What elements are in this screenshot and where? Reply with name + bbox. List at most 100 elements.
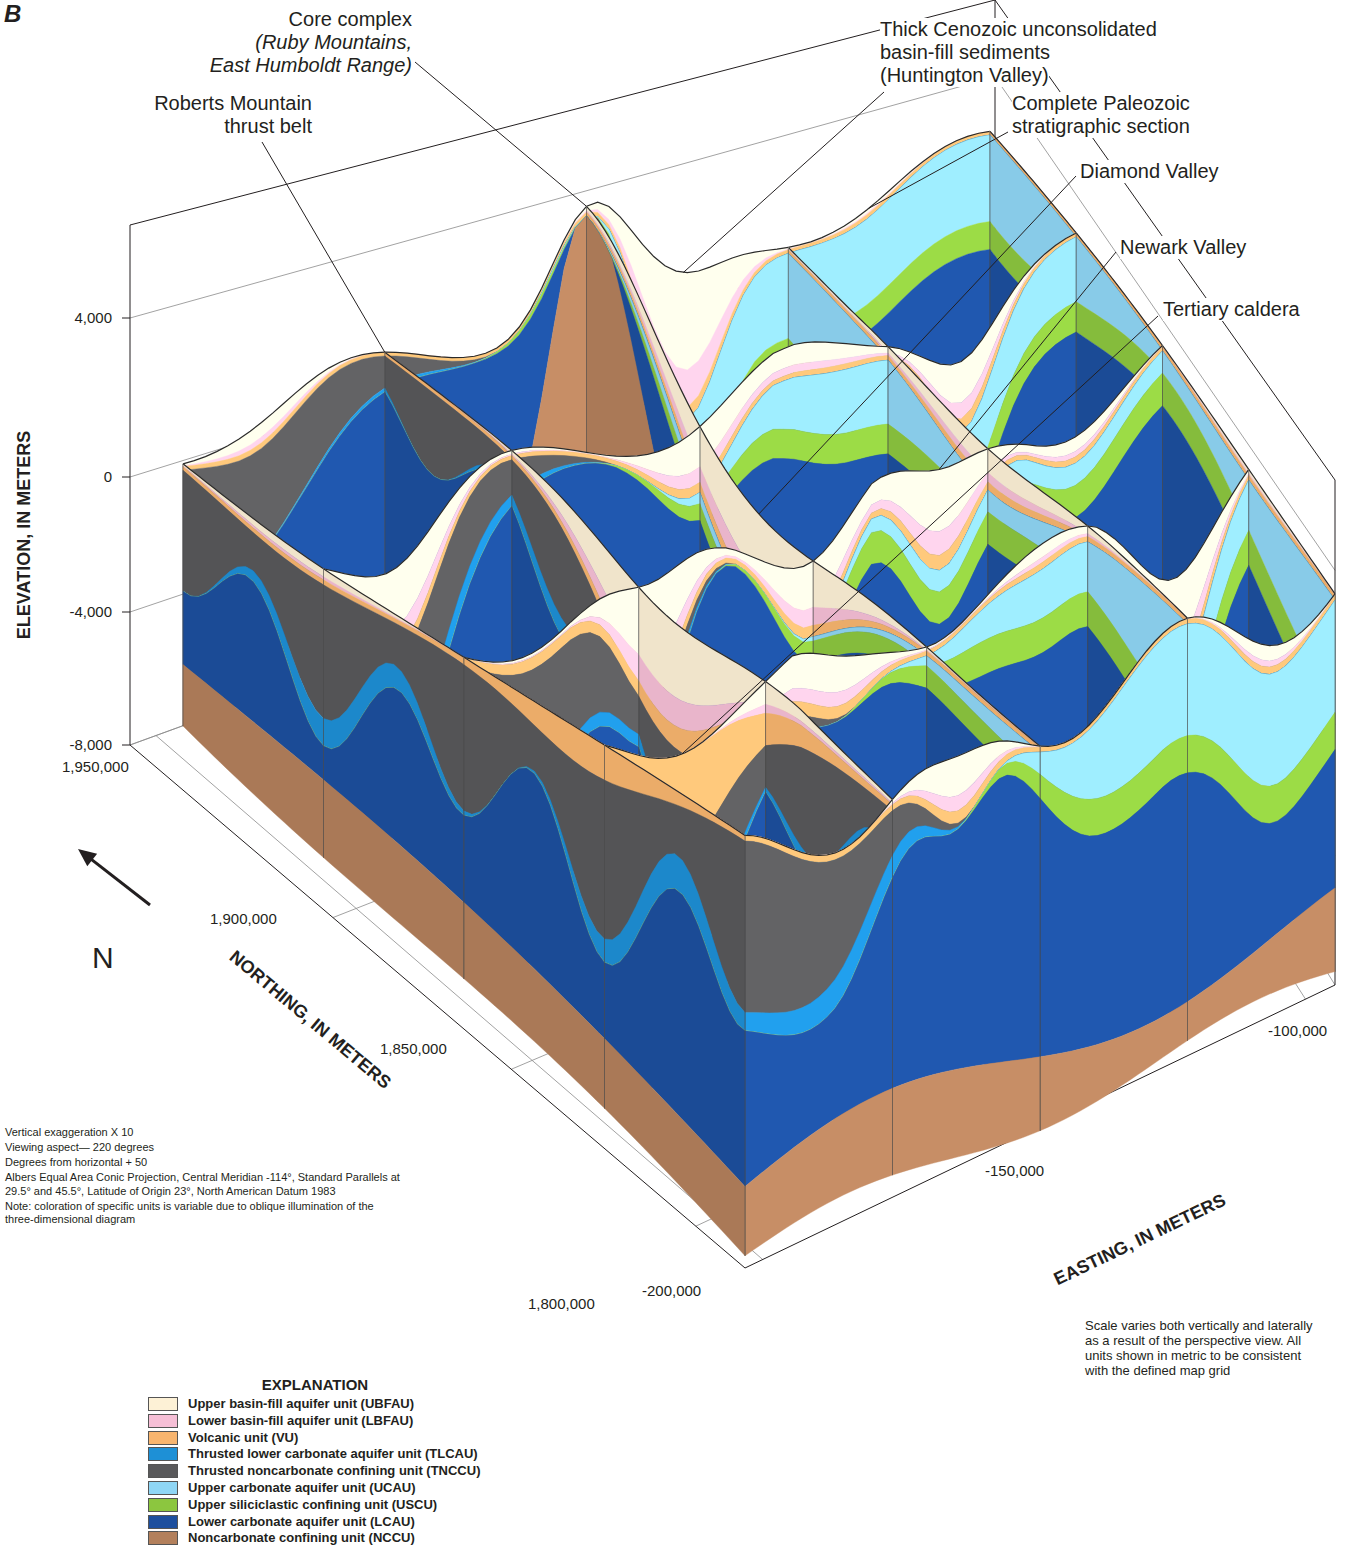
legend-row: Volcanic unit (VU) <box>148 1431 568 1445</box>
fence-panel <box>605 745 746 1256</box>
unit-layer <box>324 780 465 979</box>
legend-label: Thrusted lower carbonate aquifer unit (T… <box>188 1447 478 1461</box>
axis-title: ELEVATION, IN METERS <box>14 431 35 639</box>
leader-line <box>759 176 1076 514</box>
panel-edge <box>745 835 746 1255</box>
panel-edge <box>464 657 465 978</box>
axis-tick <box>122 477 130 478</box>
panel-top-outline <box>1249 469 1335 594</box>
axis-tick-label: -4,000 <box>40 603 112 621</box>
axis-tick-label: -8,000 <box>40 736 112 754</box>
fence-panel <box>183 464 324 858</box>
legend-swatch <box>148 1397 178 1411</box>
box-edge <box>130 225 131 745</box>
panel-top-outline <box>988 449 1088 526</box>
legend-swatch <box>148 1447 178 1461</box>
legend-label: Lower basin-fill aquifer unit (LBFAU) <box>188 1414 413 1428</box>
legend: Upper basin-fill aquifer unit (UBFAU) Low… <box>148 1397 568 1547</box>
axis-tick-label: -150,000 <box>985 1162 1044 1180</box>
callout-label: Diamond Valley <box>1080 160 1219 183</box>
panel-top-outline <box>1163 345 1249 469</box>
legend-label: Upper siliciclastic confining unit (USCU… <box>188 1498 437 1512</box>
panel-edge <box>1187 618 1188 1040</box>
leader-line <box>869 132 1008 208</box>
panel-top-outline <box>587 206 700 426</box>
panel-edge <box>1040 746 1041 1131</box>
leader-line <box>682 316 1158 754</box>
callout-label: (Ruby Mountains, East Humboldt Range) <box>197 31 412 77</box>
unit-layer <box>893 775 1041 1088</box>
callout-label: Roberts Mountain thrust belt <box>137 92 312 138</box>
leader-line <box>415 62 587 206</box>
panel-letter: B <box>4 0 21 28</box>
panel-edge <box>323 569 324 858</box>
unit-layer <box>893 1057 1041 1175</box>
axis-tick-label: 1,950,000 <box>62 758 129 776</box>
leader-line <box>262 142 385 352</box>
panel-edge <box>892 799 893 1175</box>
panel-top-outline <box>464 587 639 662</box>
axis-tick-label: 4,000 <box>40 309 112 327</box>
fence-panel <box>1040 618 1188 1131</box>
legend-swatch <box>148 1515 178 1529</box>
panel-top-outline <box>813 561 926 647</box>
map-note: Degrees from horizontal + 50 <box>5 1156 405 1170</box>
legend-label: Upper basin-fill aquifer unit (UBFAU) <box>188 1397 414 1411</box>
legend-label: Volcanic unit (VU) <box>188 1431 298 1445</box>
panel-top-outline <box>1088 526 1188 618</box>
axis-tick-label: 0 <box>40 468 112 486</box>
panel-top-outline <box>813 449 988 561</box>
scale-note: Scale varies both vertically and lateral… <box>1085 1318 1320 1378</box>
fence-panel <box>745 799 893 1255</box>
leader-line <box>939 252 1116 470</box>
panel-top-outline <box>1188 594 1336 646</box>
axis-tick-label: 1,800,000 <box>528 1295 595 1313</box>
legend-label: Upper carbonate aquifer unit (UCAU) <box>188 1481 416 1495</box>
panel-top-outline <box>512 450 639 587</box>
panel-edge <box>1335 594 1336 972</box>
panel-top-outline <box>927 647 1040 746</box>
panel-top-outline <box>385 206 587 357</box>
legend-label: Noncarbonate confining unit (NCCU) <box>188 1531 415 1545</box>
callout-label: (Huntington Valley) <box>880 64 1049 87</box>
axis-title: NORTHING, IN METERS <box>225 946 395 1093</box>
north-letter: N <box>92 940 114 975</box>
leader-lines <box>262 62 1158 754</box>
map-note: Albers Equal Area Conic Projection, Cent… <box>5 1171 405 1198</box>
legend-swatch <box>148 1431 178 1445</box>
axis-tick-label: -100,000 <box>1268 1022 1327 1040</box>
panel-top-outline <box>605 682 766 759</box>
legend-row: Thrusted lower carbonate aquifer unit (T… <box>148 1447 568 1461</box>
legend-row: Thrusted noncarbonate confining unit (TN… <box>148 1464 568 1478</box>
legend-row: Upper carbonate aquifer unit (UCAU) <box>148 1481 568 1495</box>
callout-label: Complete Paleozoic stratigraphic section <box>1012 92 1212 138</box>
panel-top-outline <box>639 587 766 681</box>
legend-swatch <box>148 1531 178 1545</box>
fence-panel <box>464 657 605 1108</box>
axis-tick-label: 1,900,000 <box>210 910 277 928</box>
panel-top-outline <box>745 799 893 855</box>
legend-row: Upper siliciclastic confining unit (USCU… <box>148 1498 568 1512</box>
box-frame <box>78 0 1335 1268</box>
axis-title: EASTING, IN METERS <box>1051 1190 1230 1290</box>
north-arrow-shaft <box>86 855 150 905</box>
panel-top-outline <box>639 548 814 587</box>
panel-top-outline <box>988 345 1163 448</box>
unit-layer <box>1188 888 1336 1041</box>
legend-swatch <box>148 1414 178 1428</box>
unit-layer <box>1040 1002 1188 1131</box>
callout-label: Thick Cenozoic unconsolidated basin-fill… <box>880 18 1180 64</box>
panel-top-outline <box>700 427 813 562</box>
map-note: Note: coloration of specific units is va… <box>5 1200 405 1227</box>
legend-swatch <box>148 1498 178 1512</box>
unit-layer <box>183 665 324 858</box>
callout-label: Tertiary caldera <box>1163 298 1300 321</box>
legend-heading: EXPLANATION <box>262 1376 368 1393</box>
legend-label: Thrusted noncarbonate confining unit (TN… <box>188 1464 480 1478</box>
unit-layer <box>1040 773 1188 1057</box>
panel-top-outline <box>512 427 700 457</box>
legend-row: Lower carbonate aquifer unit (LCAU) <box>148 1515 568 1529</box>
panel-top-outline <box>183 464 324 569</box>
panel-top-outline <box>324 569 465 658</box>
panel-top-outline <box>788 247 888 346</box>
